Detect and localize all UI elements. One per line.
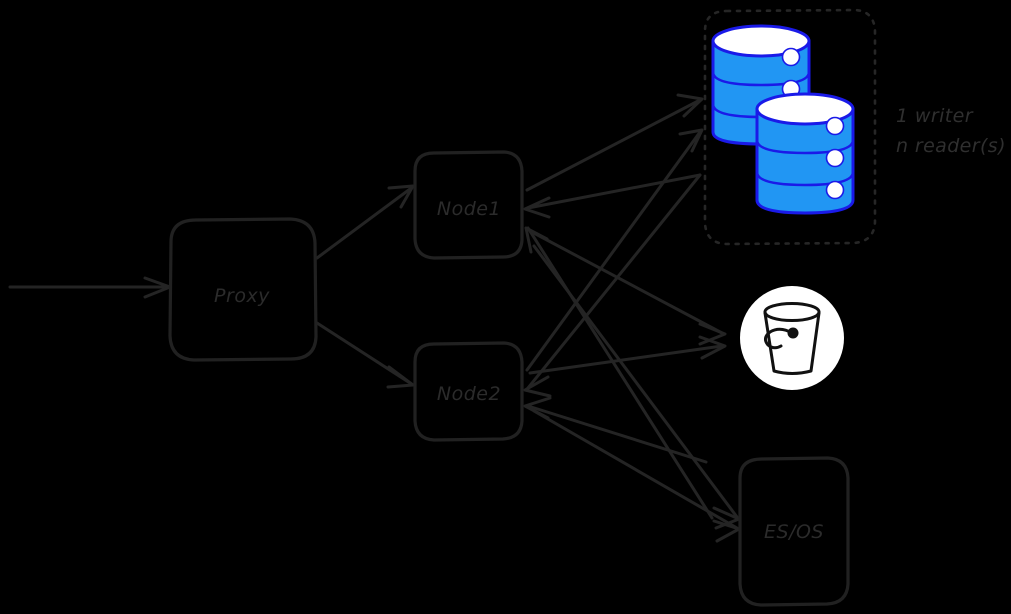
database-group[interactable]: 1 writer n reader(s) (703, 8, 1006, 246)
database-group-dashed-border (703, 8, 877, 246)
esos-node[interactable]: ES/OS (738, 456, 850, 607)
node1-label: Node1 (437, 198, 501, 220)
esos-label: ES/OS (764, 521, 824, 543)
database-to-node2-arrow (523, 173, 702, 398)
database-note-line2: n reader(s) (896, 135, 1006, 157)
node1-to-database-arrow (525, 93, 704, 192)
node2-to-bucket-arrow (528, 335, 727, 375)
database-note-line1: 1 writer (896, 105, 974, 127)
proxy-node[interactable]: Proxy (168, 217, 318, 362)
bucket-node[interactable] (740, 286, 844, 390)
proxy-to-node1-arrow (315, 184, 415, 260)
esos-to-node1-arrow (524, 226, 714, 520)
bucket-icon (763, 302, 821, 375)
database-cylinder-front-icon (755, 92, 855, 215)
ingress-arrow (8, 276, 172, 299)
esos-to-node2-arrow (523, 396, 708, 464)
proxy-label: Proxy (214, 285, 270, 307)
node1-node[interactable]: Node1 (413, 150, 524, 260)
node2-label: Node2 (437, 383, 501, 405)
node2-to-database-arrow (525, 128, 704, 372)
node2-node[interactable]: Node2 (413, 341, 524, 442)
database-to-node1-arrow (523, 173, 702, 219)
node2-to-esos-arrow (532, 409, 741, 543)
proxy-to-node2-arrow (315, 321, 415, 389)
